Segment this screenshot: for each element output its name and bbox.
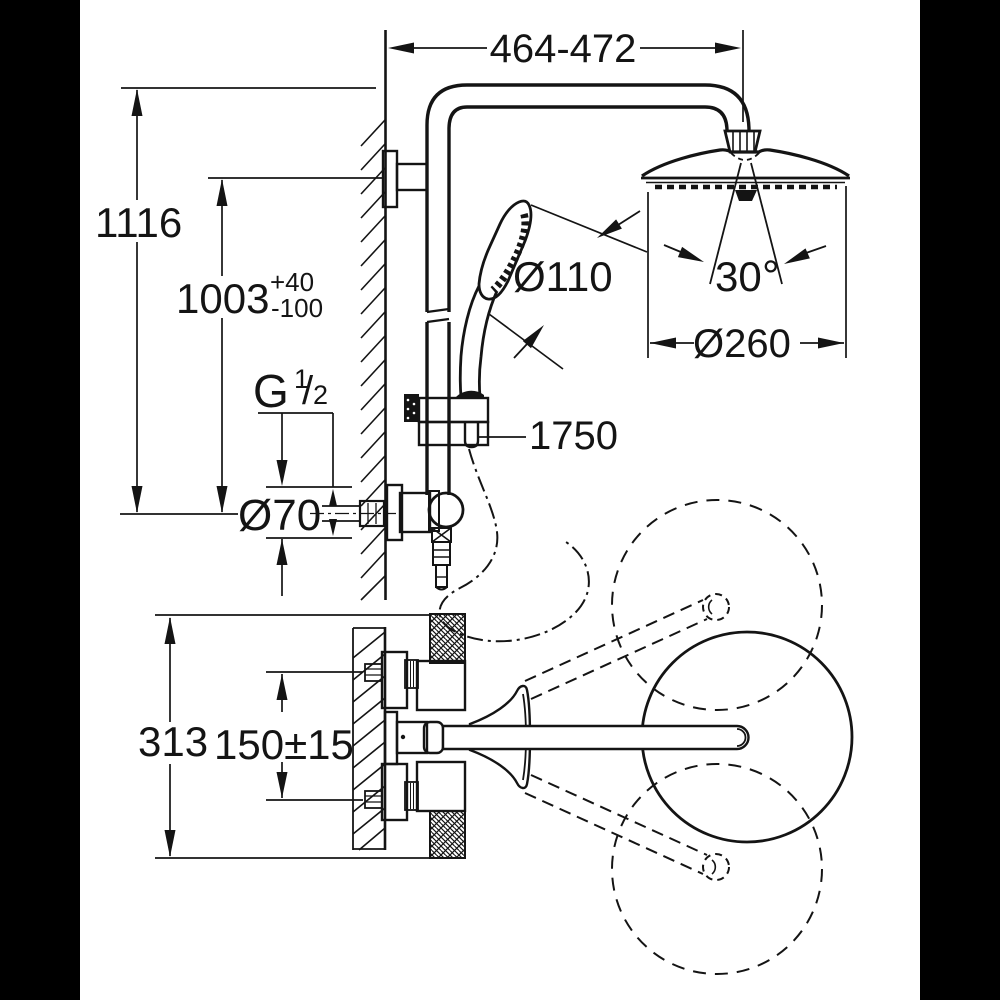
shower-rail — [425, 83, 751, 495]
angle-arrow-left — [677, 246, 704, 262]
arm-width-label: 464-472 — [490, 27, 637, 71]
shower-hose-dashdot — [438, 448, 590, 643]
dim-arrow — [131, 89, 143, 116]
valve-body-lower — [415, 760, 467, 813]
dim-arrow — [164, 617, 176, 644]
rail-elbow-valve — [385, 483, 465, 591]
thread-slash: / — [302, 369, 314, 413]
dim-arrow — [597, 219, 622, 238]
pivot-boss — [735, 190, 757, 201]
rail-height-label: 1003 — [176, 275, 269, 322]
dim-arrow — [276, 460, 288, 486]
thread-letter: G — [253, 365, 289, 417]
dim-inlet-spacing: 150±15 — [214, 671, 363, 801]
dim-arrow — [216, 486, 228, 513]
hand-shower-diameter-label: Ø110 — [513, 253, 613, 300]
letterbox-left — [0, 0, 80, 1000]
ball-joint-dashed — [730, 152, 760, 161]
dim-total-height: 1116 — [95, 87, 376, 513]
wall-plan — [352, 627, 387, 851]
dim-spray-angle: 30 ° — [663, 162, 827, 301]
hose-length-label: 1750 — [529, 414, 618, 458]
hand-shower — [458, 199, 533, 398]
dim-arrow — [329, 489, 337, 506]
dim-arrow — [715, 42, 741, 54]
hex-nut — [364, 790, 383, 809]
thread-numerator: 1 — [294, 364, 309, 394]
dim-arrow — [650, 337, 676, 349]
dim-arm-width: 464-472 — [388, 27, 744, 122]
dim-arrow — [388, 42, 414, 54]
valve-height-label: 313 — [138, 718, 208, 765]
wall-bracket-arm — [395, 162, 429, 192]
hose-outlet — [463, 422, 480, 449]
dim-arrow — [131, 486, 143, 513]
valve-body-upper — [415, 659, 467, 712]
dim-rail-height: 1003 +40 -100 — [176, 177, 384, 513]
front-view: 30 ° Ø260 Ø110 — [95, 27, 850, 643]
dim-head-diameter: Ø260 — [647, 186, 847, 366]
rail-break — [426, 307, 450, 324]
dim-valve-height: 313 — [138, 614, 465, 859]
degree-symbol: ° — [762, 252, 780, 301]
dim-arrow — [276, 772, 288, 798]
dim-hose-length: 1750 — [479, 414, 618, 458]
wall-hatching — [352, 631, 386, 851]
dim-hand-shower-diameter: Ø110 — [488, 204, 648, 370]
dim-thread: G 1 / 2 — [253, 364, 334, 487]
spray-angle-label: 30 — [715, 253, 762, 300]
dim-arrow — [522, 325, 544, 349]
hand-shower-face — [490, 213, 529, 293]
tolerance-minus-label: -100 — [271, 293, 323, 323]
plan-view: 313 150±15 — [138, 499, 854, 975]
swivel-circle-up — [611, 499, 823, 711]
total-height-label: 1116 — [95, 199, 182, 246]
hand-shower-handle — [458, 285, 481, 398]
head-shower — [641, 129, 850, 201]
dim-arrow — [818, 337, 844, 349]
head-diameter-label: Ø260 — [693, 322, 791, 366]
lever-swivel-dashed — [524, 593, 730, 881]
escutcheon-diameter-label: Ø70 — [238, 491, 321, 540]
tolerance-plus-label: +40 — [270, 267, 314, 297]
wall-union — [310, 499, 396, 528]
elbow-knob — [427, 491, 465, 529]
holder-cradle — [455, 390, 484, 398]
dim-arrow — [276, 539, 288, 565]
elbow-escutcheon — [385, 483, 404, 542]
head-shower-dome — [641, 148, 850, 178]
wall-hatching — [360, 119, 386, 601]
elbow-body — [398, 491, 432, 534]
thermostat-cartridge — [383, 710, 445, 766]
wall-elevation — [360, 30, 429, 601]
dim-arrow — [329, 519, 337, 536]
angle-arrow-right — [784, 248, 810, 264]
dim-escutcheon: Ø70 — [120, 486, 352, 596]
escutcheon-section-lower — [429, 810, 466, 859]
lever-tip — [736, 728, 747, 747]
hex-nut — [364, 663, 383, 682]
dim-arrow — [276, 674, 288, 700]
knurled-grip — [404, 394, 419, 422]
thread-denominator: 2 — [313, 380, 328, 410]
lever-handle — [441, 724, 750, 751]
hose-end — [435, 586, 448, 591]
letterbox-right — [920, 0, 1000, 1000]
swivel-circle-down — [611, 763, 823, 975]
escutcheon-section-upper — [429, 613, 466, 664]
dim-arrow — [164, 830, 176, 857]
hand-shower-holder — [404, 390, 490, 449]
inlet-spacing-label: 150±15 — [214, 721, 354, 768]
dim-arrow — [216, 179, 228, 206]
